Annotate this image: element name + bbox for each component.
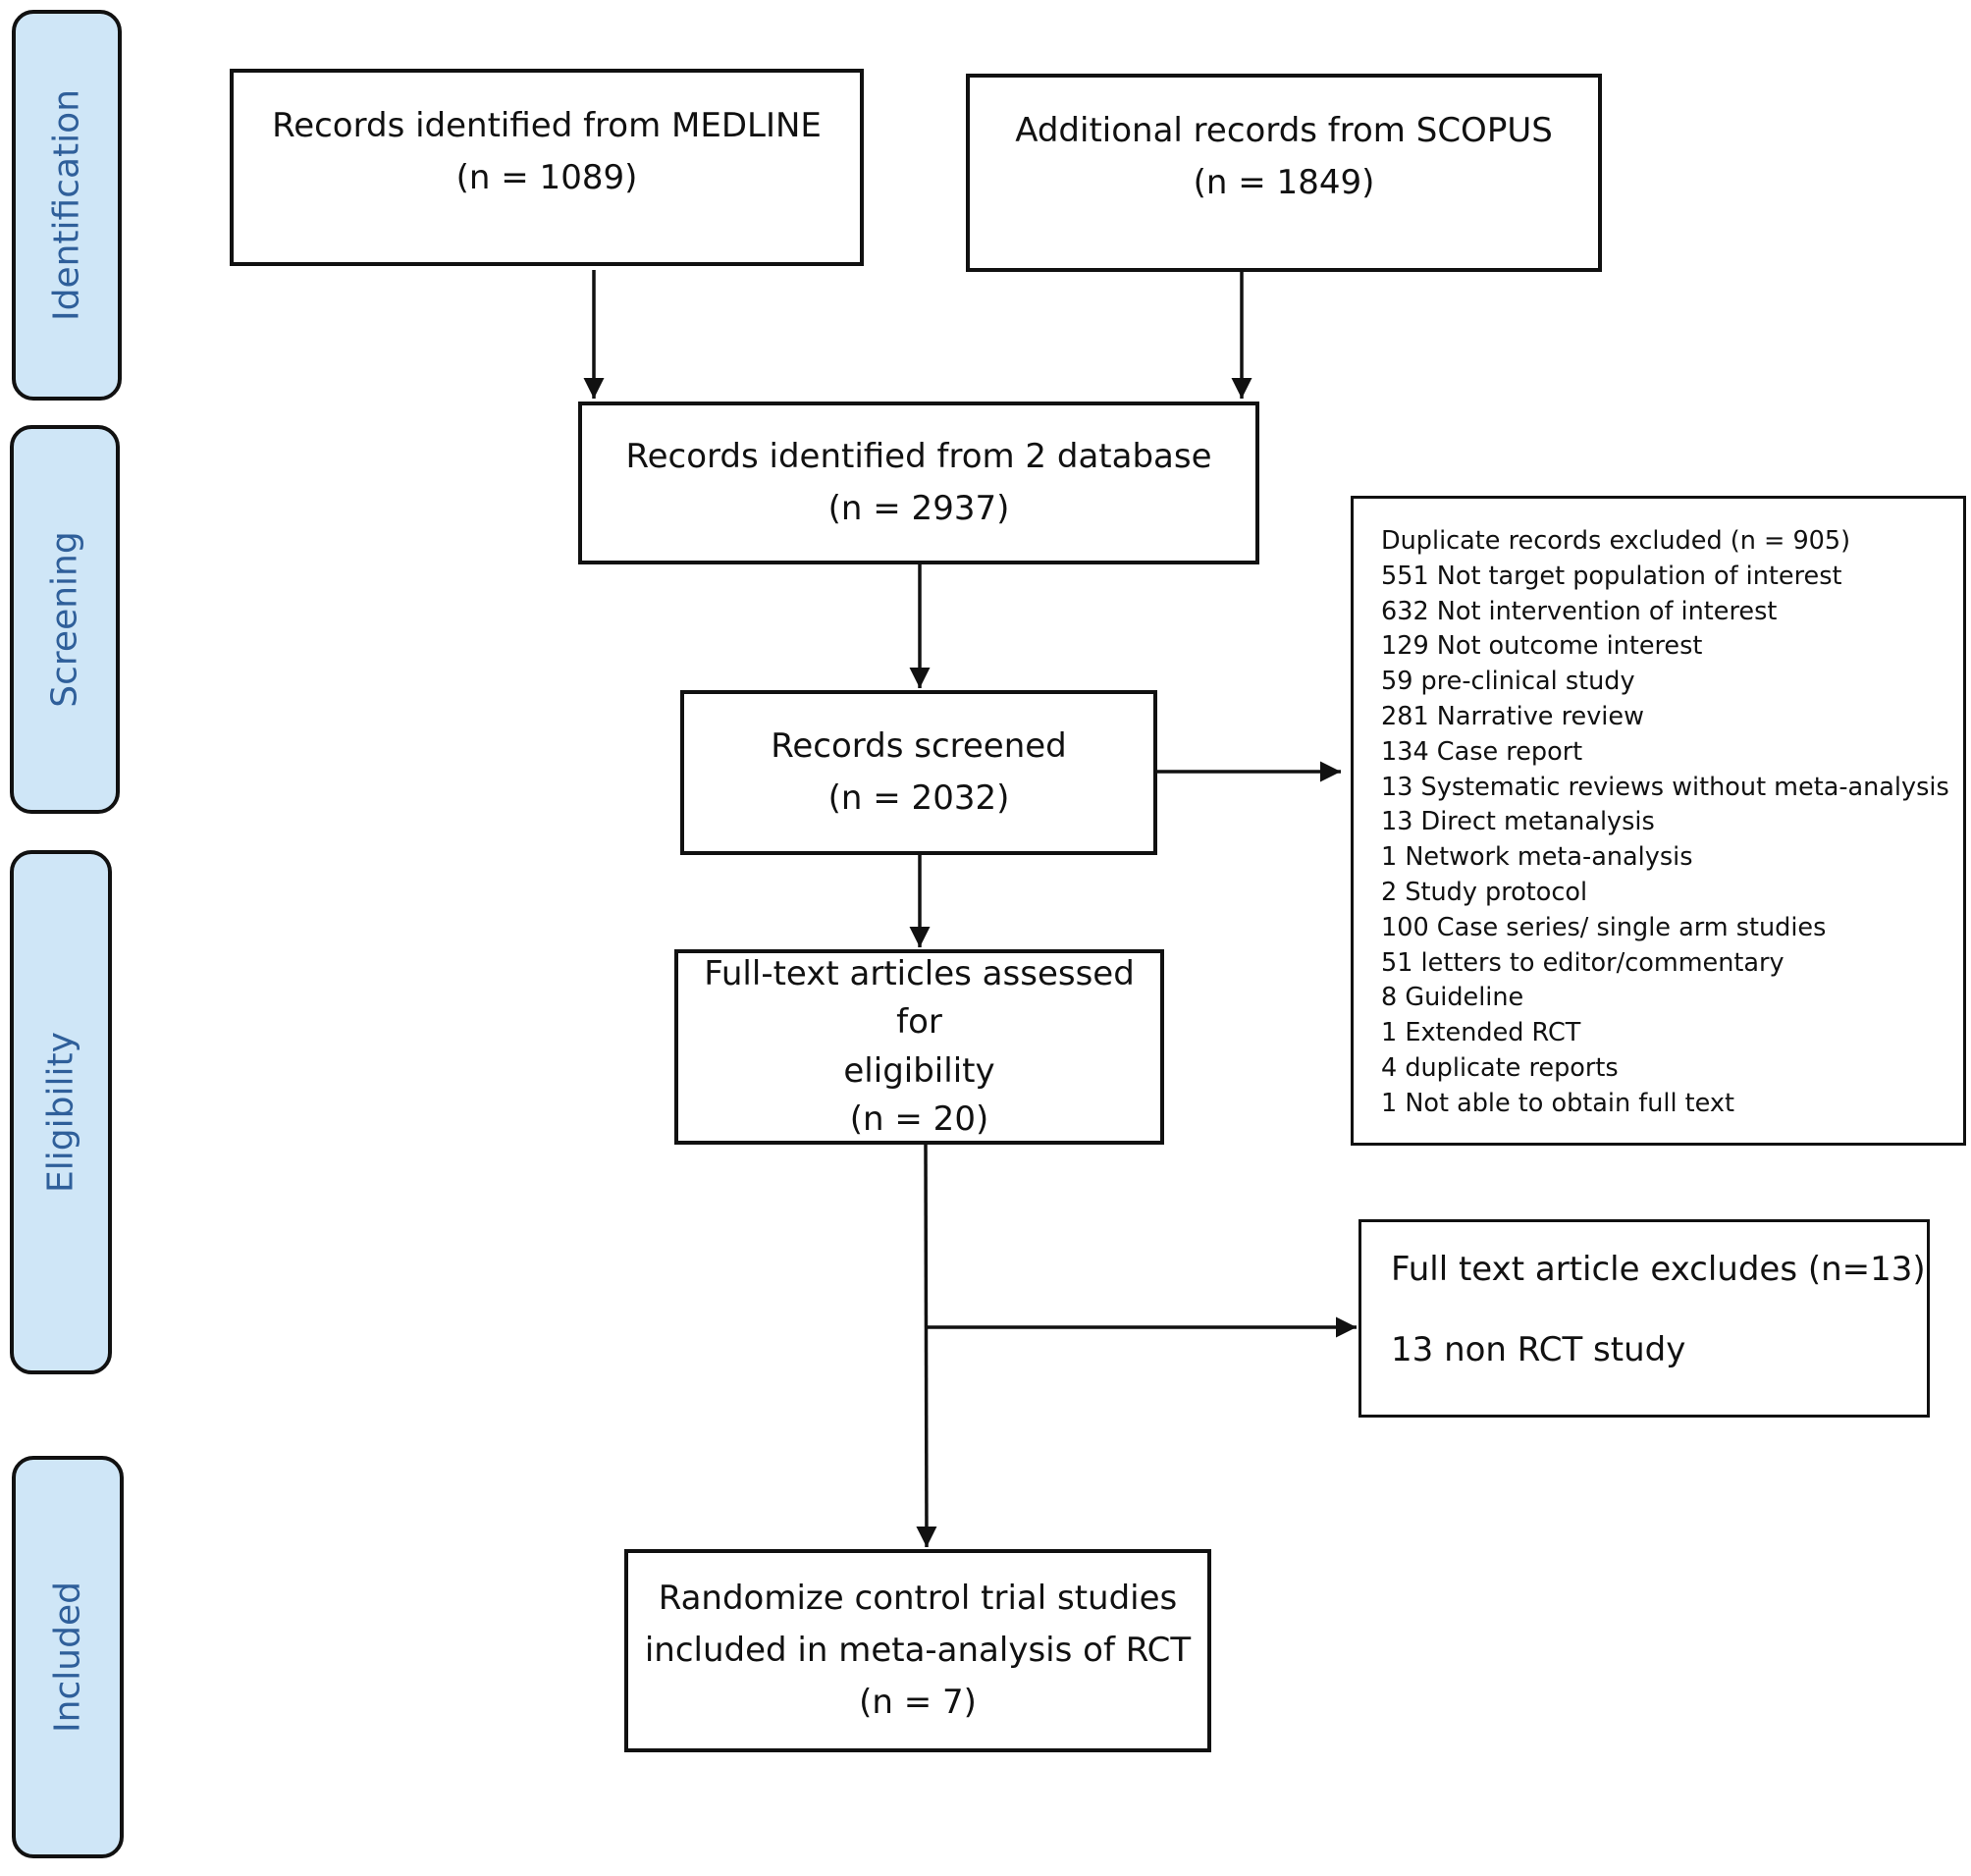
stage-screening: Screening: [10, 425, 120, 814]
scopus-records-label: Additional records from SCOPUS: [1015, 111, 1553, 150]
fulltext-assessed-label-line1: Full-text articles assessed for: [704, 953, 1135, 1043]
screened-records-box: Records screened (n = 2032): [680, 690, 1157, 855]
identified-records-count: (n = 2937): [827, 489, 1010, 528]
fulltext-assessed-label-line2: eligibility: [843, 1050, 995, 1091]
exclusion-reason: 4 duplicate reports: [1381, 1052, 1619, 1083]
included-studies-box: Randomize control trial studies included…: [624, 1549, 1211, 1752]
fulltext-exclusions-reason: 13 non RCT study: [1391, 1330, 1686, 1369]
exclusion-reason: 1 Extended RCT: [1381, 1018, 1581, 1048]
identified-records-box: Records identified from 2 database (n = …: [578, 402, 1259, 564]
exclusion-reason: 1 Network meta-analysis: [1381, 842, 1693, 873]
exclusion-reason: 51 letters to editor/commentary: [1381, 947, 1785, 978]
exclusion-reason: 551 Not target population of interest: [1381, 561, 1842, 591]
scopus-records-box: Additional records from SCOPUS (n = 1849…: [966, 74, 1602, 272]
fulltext-assessed-box: Full-text articles assessed for eligibil…: [674, 949, 1164, 1145]
exclusion-reason: 281 Narrative review: [1381, 701, 1644, 731]
exclusion-reason: Duplicate records excluded (n = 905): [1381, 526, 1851, 556]
medline-records-count: (n = 1089): [455, 157, 638, 197]
stage-label-included: Included: [47, 1581, 88, 1733]
arrow-fulltext-to-included: [916, 1144, 937, 1548]
stage-label-screening: Screening: [44, 531, 85, 708]
stage-included: Included: [12, 1456, 124, 1858]
medline-records-box: Records identified from MEDLINE (n = 108…: [230, 69, 864, 266]
fulltext-exclusions-title: Full text article excludes (n=13): [1391, 1250, 1926, 1289]
exclusion-reason: 100 Case series/ single arm studies: [1381, 912, 1827, 942]
exclusion-reason: 1 Not able to obtain full text: [1381, 1088, 1735, 1118]
exclusion-reason: 13 Systematic reviews without meta-analy…: [1381, 772, 1949, 802]
included-studies-label-line1: Randomize control trial studies: [658, 1579, 1178, 1619]
fulltext-assessed-count: (n = 20): [849, 1099, 989, 1139]
screened-records-label: Records screened: [771, 726, 1067, 767]
identified-records-label: Records identified from 2 database: [625, 437, 1212, 477]
exclusion-reason: 59 pre-clinical study: [1381, 667, 1635, 697]
exclusion-reason: 2 Study protocol: [1381, 877, 1588, 907]
fulltext-exclusions-box: Full text article excludes (n=13) 13 non…: [1358, 1219, 1930, 1418]
medline-records-label: Records identified from MEDLINE: [272, 106, 822, 145]
screened-records-count: (n = 2032): [827, 778, 1010, 818]
exclusion-reason: 129 Not outcome interest: [1381, 631, 1703, 662]
included-studies-label-line2: included in meta-analysis of RCT: [644, 1631, 1192, 1671]
exclusion-reason: 632 Not intervention of interest: [1381, 596, 1778, 626]
screening-exclusions-box: Duplicate records excluded (n = 905) 551…: [1351, 496, 1966, 1146]
exclusion-reason: 8 Guideline: [1381, 983, 1524, 1013]
stage-label-identification: Identification: [46, 88, 87, 322]
scopus-records-count: (n = 1849): [1193, 162, 1375, 202]
included-studies-count: (n = 7): [859, 1682, 977, 1722]
exclusion-reason: 13 Direct metanalysis: [1381, 807, 1655, 837]
exclusion-reason: 134 Case report: [1381, 736, 1583, 767]
stage-identification: Identification: [12, 10, 122, 401]
stage-label-eligibility: Eligibility: [40, 1032, 81, 1193]
stage-eligibility: Eligibility: [10, 850, 112, 1374]
